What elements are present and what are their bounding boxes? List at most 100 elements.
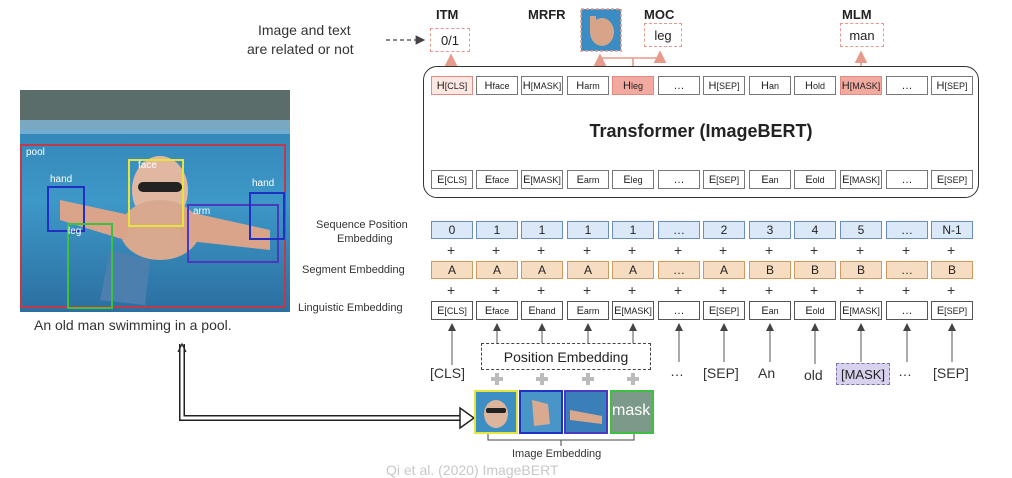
pool-photo	[20, 90, 290, 312]
plus-sign: +	[628, 242, 637, 258]
token-base: E	[437, 304, 445, 317]
segment-id-7: B	[749, 261, 791, 279]
token-base: H	[761, 79, 769, 92]
image-embedding-caption: Image Embedding	[512, 448, 602, 460]
token-subscript: [SEP]	[944, 305, 968, 316]
token-subscript: face	[492, 80, 510, 91]
token-base: H	[841, 79, 850, 92]
plus-sign: +	[947, 282, 956, 298]
token-base: H	[623, 79, 631, 92]
input-token-dots-1: …	[670, 363, 684, 379]
plus-sign: +	[810, 242, 819, 258]
position-id-4: 1	[612, 221, 654, 239]
position-row-label-line-1: Sequence Position	[316, 219, 408, 231]
region-label-leg: leg	[68, 226, 82, 237]
moc-output-value: leg	[654, 27, 672, 43]
token-base: …	[673, 304, 685, 317]
hidden-state-10: …	[886, 76, 928, 95]
photo-caption: An old man swimming in a pool.	[34, 317, 232, 333]
hidden-state-6: H[SEP]	[703, 76, 745, 95]
token-base: …	[901, 79, 913, 92]
region-label-arm: arm	[193, 206, 211, 217]
mlm-output-box: man	[840, 23, 884, 47]
token-subscript: [SEP]	[944, 80, 968, 91]
token-base: E	[805, 304, 813, 317]
hidden-state-0: H[CLS]	[431, 76, 473, 95]
token-base: H	[522, 79, 531, 92]
token-subscript: [SEP]	[716, 80, 740, 91]
token-subscript: old	[812, 174, 825, 185]
itm-output-value: 0/1	[440, 32, 460, 48]
plus-sign: +	[856, 282, 865, 298]
token-subscript: [SEP]	[716, 305, 740, 316]
token-base: H	[484, 79, 493, 92]
position-id-3: 1	[567, 221, 609, 239]
input-token-sep-1: [SEP]	[703, 365, 739, 381]
region-label-face: face	[138, 160, 157, 171]
token-base: E	[708, 173, 717, 186]
input-token-sep-2: [SEP]	[933, 365, 969, 381]
itm-title: ITM	[436, 7, 459, 22]
token-base: H	[576, 79, 585, 92]
input-token-dots-2: …	[898, 363, 912, 379]
plus-sign: +	[719, 242, 728, 258]
token-base: E	[614, 304, 622, 317]
token-base: E	[576, 173, 584, 186]
itm-caption-line-1: Image and text	[258, 22, 351, 38]
position-id-8: 4	[794, 221, 836, 239]
segment-id-10: …	[886, 261, 928, 279]
position-id-7: 3	[749, 221, 791, 239]
plus-sign: +	[492, 282, 501, 298]
linguistic-embedding-9: E[MASK]	[840, 301, 882, 320]
plus-sign: +	[537, 242, 546, 258]
token-base: …	[673, 173, 685, 186]
token-subscript: an	[768, 305, 779, 316]
position-id-1: 1	[476, 221, 518, 239]
plus-sign: +	[856, 242, 865, 258]
hidden-state-2: H[MASK]	[521, 76, 563, 95]
segment-id-6: A	[703, 261, 745, 279]
citation: Qi et al. (2020) ImageBERT	[386, 462, 559, 478]
token-base: E	[761, 304, 769, 317]
token-base: E	[936, 173, 945, 186]
position-id-9: 5	[840, 221, 882, 239]
plus-sign: +	[765, 282, 774, 298]
token-base: E	[523, 173, 531, 186]
token-subscript: [CLS]	[444, 174, 467, 185]
token-subscript: hand	[535, 305, 556, 316]
output-embedding-2: E[MASK]	[521, 170, 563, 189]
input-token-old: old	[804, 367, 823, 383]
output-embedding-10: …	[886, 170, 928, 189]
segment-id-0: A	[431, 261, 473, 279]
input-token-mask-label: [MASK]	[840, 366, 886, 382]
position-embedding-box: Position Embedding	[481, 343, 651, 370]
token-subscript: old	[812, 305, 825, 316]
position-id-6: 2	[703, 221, 745, 239]
position-id-5: …	[658, 221, 700, 239]
token-subscript: [MASK]	[849, 174, 880, 185]
token-base: E	[528, 304, 536, 317]
itm-output-box: 0/1	[430, 28, 470, 52]
token-base: E	[623, 173, 631, 186]
segment-id-8: B	[794, 261, 836, 279]
token-subscript: arm	[583, 174, 600, 185]
segment-id-11: B	[931, 261, 973, 279]
token-base: H	[805, 79, 813, 92]
hidden-state-5: …	[658, 76, 700, 95]
plus-sign: +	[583, 242, 592, 258]
position-id-0: 0	[431, 221, 473, 239]
token-subscript: [CLS]	[444, 80, 468, 91]
token-base: H	[436, 79, 445, 92]
token-base: H	[708, 79, 717, 92]
token-subscript: face	[492, 174, 510, 185]
token-subscript: an	[768, 80, 779, 91]
segment-id-1: A	[476, 261, 518, 279]
input-token-cls: [CLS]	[430, 365, 466, 381]
